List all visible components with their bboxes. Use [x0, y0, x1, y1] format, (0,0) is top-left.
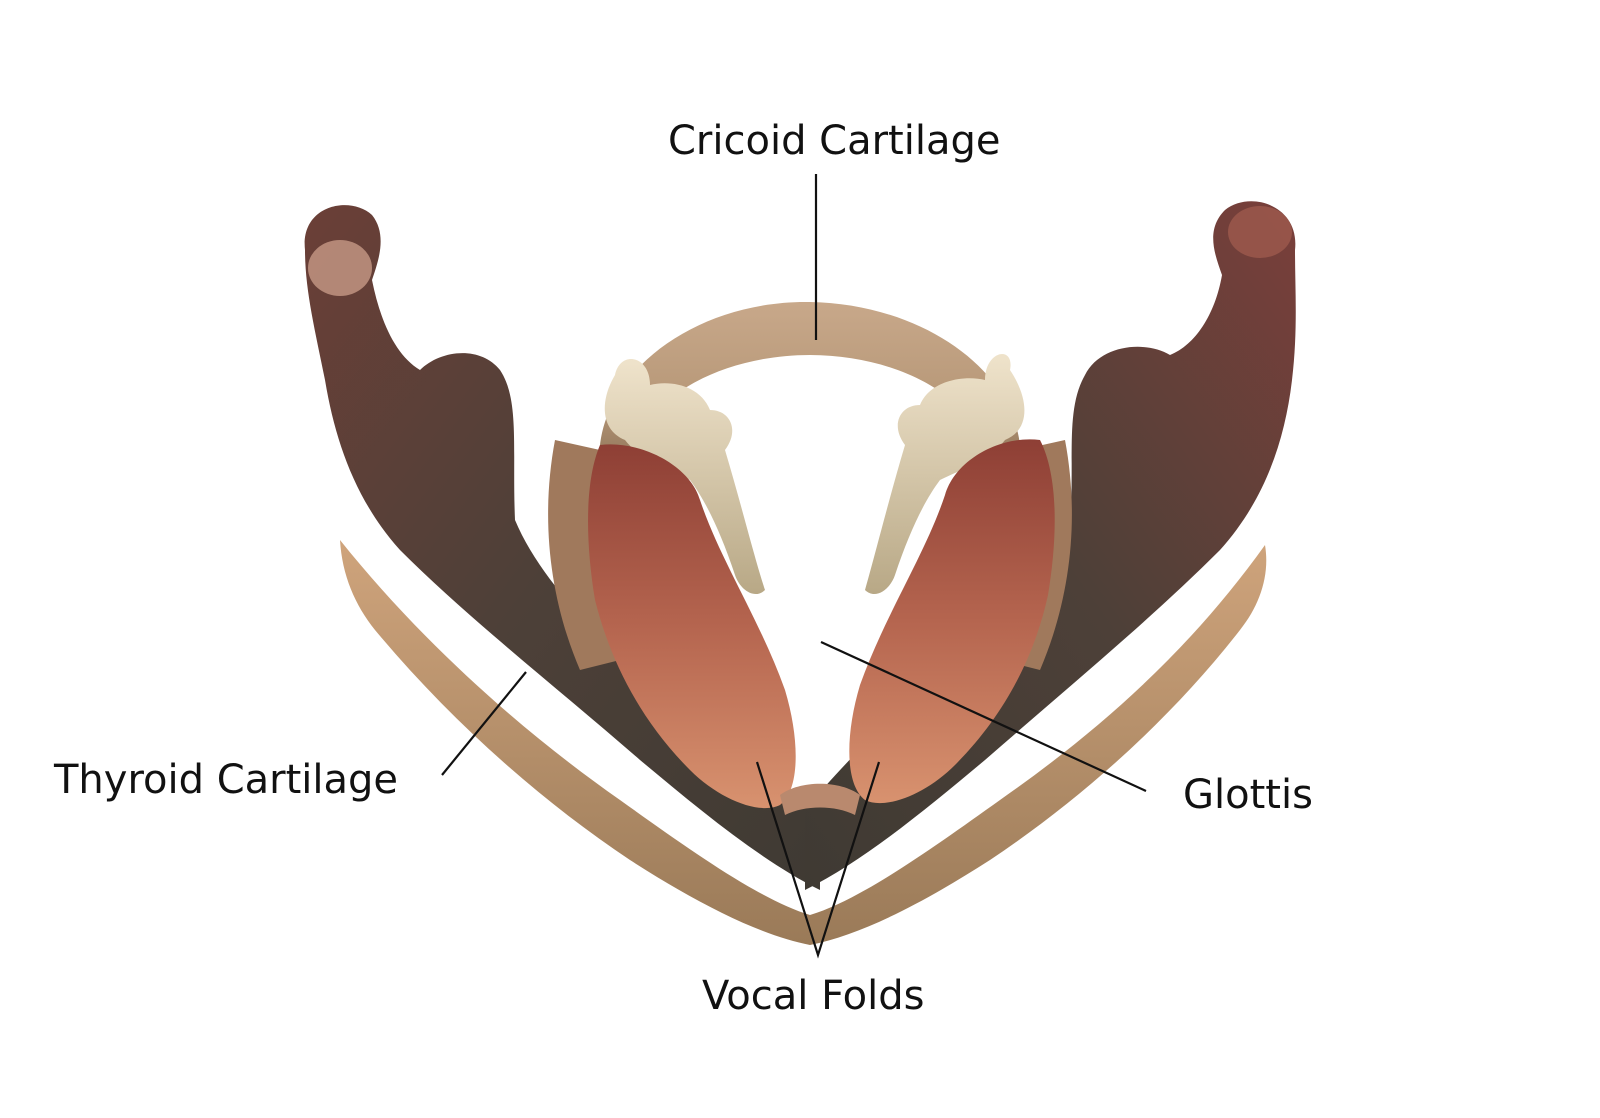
vocal-folds-label: Vocal Folds [702, 973, 925, 1019]
vocal-folds-leader [755, 761, 881, 959]
glottis-leader [820, 641, 1147, 792]
leader-lines [441, 174, 1147, 959]
vocal-fold-left [588, 444, 796, 809]
thyroid-leader [441, 671, 527, 776]
vocal-fold-right [849, 439, 1055, 804]
left-horn [308, 240, 372, 296]
glottis-label: Glottis [1183, 772, 1313, 818]
commissure [780, 783, 860, 815]
cricoid-ring [599, 301, 1021, 470]
arytenoid-right [865, 353, 1025, 595]
right-horn [1228, 206, 1292, 258]
cricoid-cartilage-label: Cricoid Cartilage [668, 118, 1001, 164]
thyroid-rim [340, 540, 1267, 945]
thyroid-cartilage-label: Thyroid Cartilage [54, 757, 399, 803]
